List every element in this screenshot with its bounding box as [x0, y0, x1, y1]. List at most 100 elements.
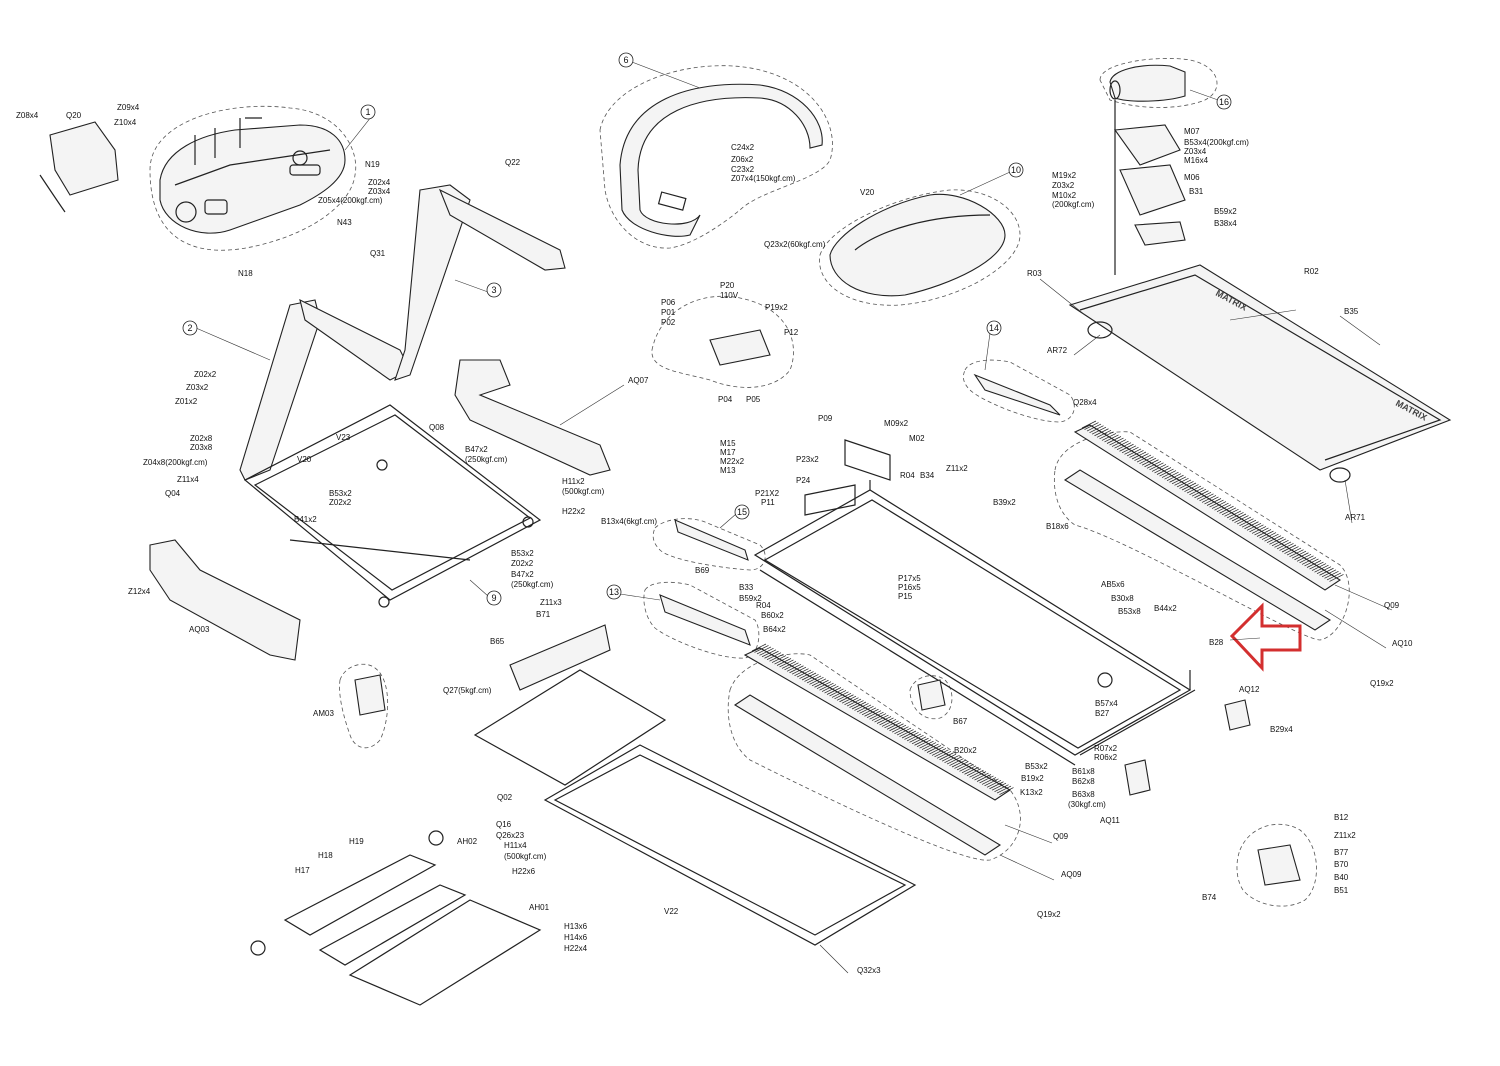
part-label: (250kgf.cm)	[511, 580, 554, 589]
part-label: 110V	[720, 291, 739, 300]
part-label: (250kgf.cm)	[465, 455, 508, 464]
part-label: H17	[295, 866, 310, 875]
part-label: AH02	[457, 837, 478, 846]
part-label: Z01x2	[175, 397, 198, 406]
part-label: M06	[1184, 173, 1200, 182]
part-label: V20	[860, 188, 875, 197]
part-label: M22x2	[720, 457, 745, 466]
part-label: M10x2	[1052, 191, 1077, 200]
part-label: P16x5	[898, 583, 921, 592]
callout-10	[1008, 162, 1024, 178]
part-label: B33	[739, 583, 754, 592]
part-label: H11x4	[504, 841, 527, 850]
part-label: Q09	[1384, 601, 1400, 610]
callout-1	[360, 104, 376, 120]
part-label: Z12x4	[128, 587, 151, 596]
part-label: B69	[695, 566, 710, 575]
part-label: H18	[318, 851, 333, 860]
part-label: Z08x4	[16, 111, 39, 120]
part-label: Q28x4	[1073, 398, 1097, 407]
callout-13	[606, 584, 622, 600]
side-covers	[149, 359, 611, 661]
part-label: Z11x2	[946, 464, 968, 473]
part-label: N19	[365, 160, 380, 169]
part-label: AR72	[1047, 346, 1068, 355]
part-label: R07x2	[1094, 744, 1118, 753]
part-label: Q23x2(60kgf.cm)	[764, 240, 826, 249]
part-label: Q16	[496, 820, 512, 829]
part-label: Z06x2	[731, 155, 754, 164]
part-label: M07	[1184, 127, 1200, 136]
part-label: AQ11	[1100, 816, 1120, 825]
part-label: B47x2	[511, 570, 534, 579]
callout-3	[486, 282, 502, 298]
part-label: P11	[761, 498, 775, 507]
part-label: Z09x4	[117, 103, 140, 112]
part-label: B59x2	[739, 594, 762, 603]
part-label: B71	[536, 610, 551, 619]
part-label: B57x4	[1095, 699, 1118, 708]
part-label: B35	[1344, 307, 1359, 316]
base-frame	[243, 404, 542, 608]
part-label: R06x2	[1094, 753, 1118, 762]
part-label: Z03x4	[368, 187, 391, 196]
part-label: Z10x4	[114, 118, 137, 127]
part-label: AQ07	[628, 376, 649, 385]
callout-number: 13	[609, 587, 619, 597]
part-label: B53x2	[1025, 762, 1048, 771]
part-label: Q09	[1053, 832, 1069, 841]
part-label: Q20	[66, 111, 82, 120]
part-label: B74	[1202, 893, 1217, 902]
part-label: B44x2	[1154, 604, 1177, 613]
part-label: H19	[349, 837, 364, 846]
part-label: B60x2	[761, 611, 784, 620]
part-label: P17x5	[898, 574, 921, 583]
part-label: Q22	[505, 158, 521, 167]
part-label: AR71	[1345, 513, 1366, 522]
part-label: Z02x2	[511, 559, 534, 568]
part-label: V22	[664, 907, 679, 916]
part-label: P24	[796, 476, 811, 485]
part-label: B38x4	[1214, 219, 1237, 228]
part-label: P21X2	[755, 489, 780, 498]
part-label: Q32x3	[857, 966, 881, 975]
part-label: M19x2	[1052, 171, 1077, 180]
part-label: B53x2	[329, 489, 352, 498]
callout-number: 3	[491, 285, 496, 295]
part-label: V23	[336, 433, 351, 442]
callout-number: 15	[737, 507, 747, 517]
part-label: Z03x2	[186, 383, 209, 392]
part-label: B47x2	[465, 445, 488, 454]
part-label: P06	[661, 298, 676, 307]
part-label: N43	[337, 218, 352, 227]
console-assembly	[159, 117, 346, 234]
part-label: B20x2	[954, 746, 977, 755]
part-label: Q02	[497, 793, 513, 802]
part-label: M15	[720, 439, 736, 448]
part-label: Z04x8(200kgf.cm)	[143, 458, 208, 467]
part-label: B59x2	[1214, 207, 1237, 216]
group-outlines	[149, 58, 1350, 907]
part-label: H22x4	[564, 944, 588, 953]
part-label: M13	[720, 466, 736, 475]
part-label: AQ03	[189, 625, 210, 634]
small-assemblies	[659, 329, 1301, 886]
part-label: R04	[756, 601, 771, 610]
part-label: AM03	[313, 709, 334, 718]
part-label: B40	[1334, 873, 1349, 882]
bottom-pan	[354, 624, 917, 946]
part-label: P01	[661, 308, 676, 317]
part-label: Z02x2	[329, 498, 352, 507]
part-label: C24x2	[731, 143, 755, 152]
part-label: H11x2	[562, 477, 585, 486]
part-label: P23x2	[796, 455, 819, 464]
incline-frame	[250, 830, 542, 1006]
part-label: Q27(5kgf.cm)	[443, 686, 492, 695]
part-label: B39x2	[993, 498, 1016, 507]
callout-6	[618, 52, 634, 68]
part-label: P19x2	[765, 303, 788, 312]
part-label: Z03x4	[1184, 147, 1207, 156]
part-label: B63x8	[1072, 790, 1095, 799]
part-label: B34	[920, 471, 935, 480]
